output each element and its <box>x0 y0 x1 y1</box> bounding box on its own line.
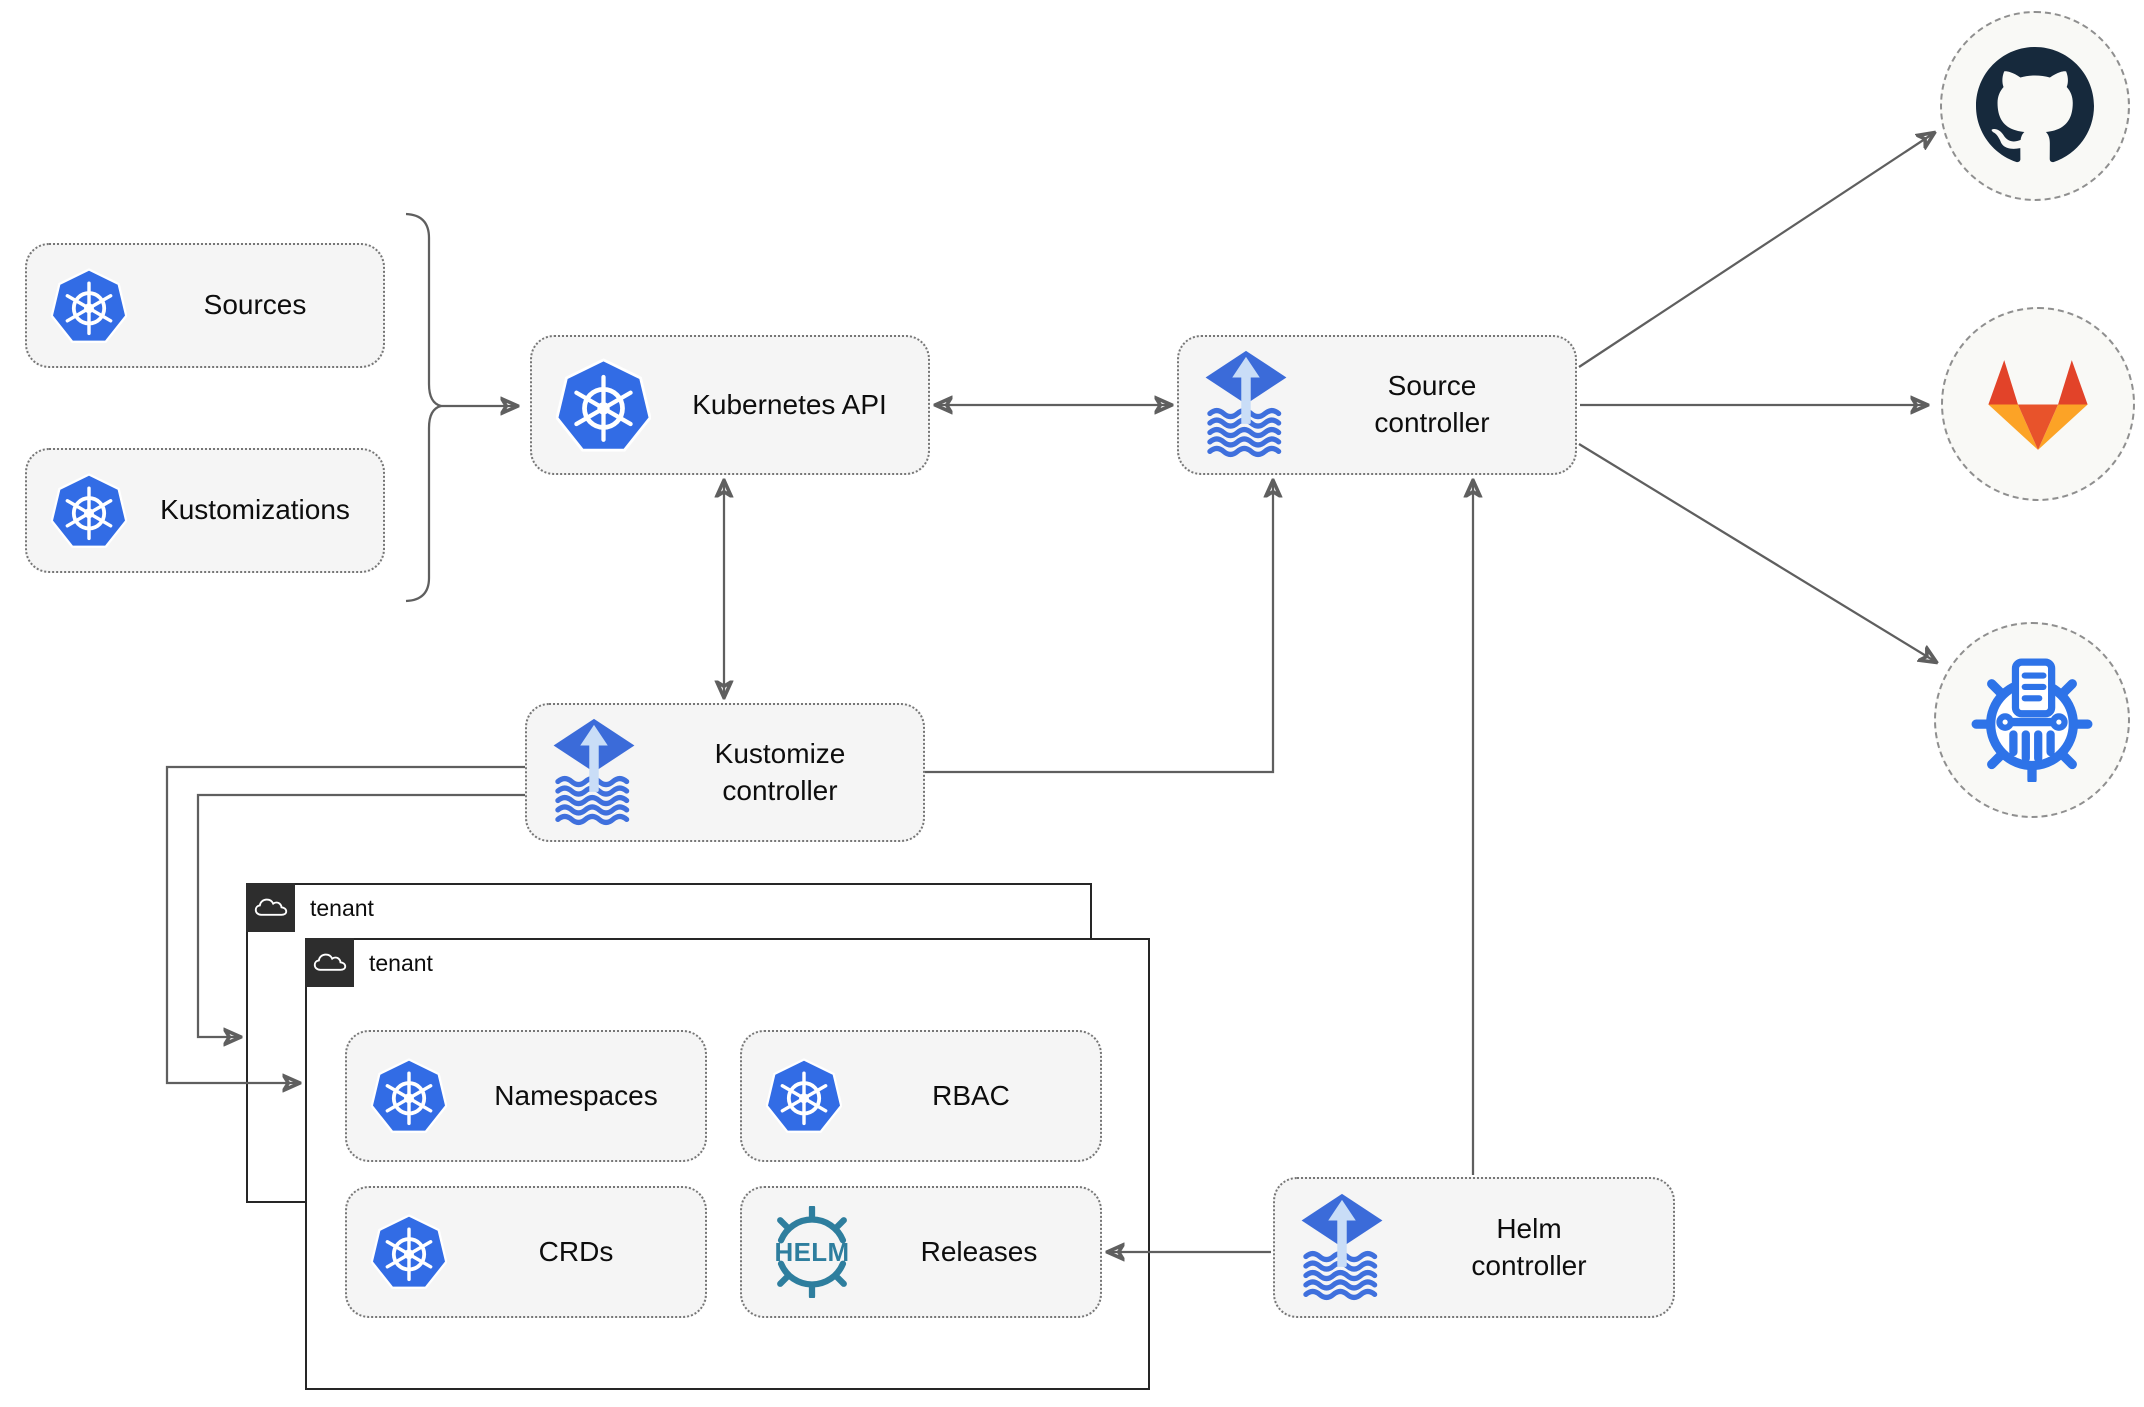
node-sources: Sources <box>25 243 385 368</box>
registry-icon <box>1971 658 2093 782</box>
helm-logo-text: HELM <box>774 1239 849 1267</box>
gitlab-icon <box>1988 359 2088 450</box>
connector-source-controller-github <box>1578 133 1934 368</box>
node-label: Kubernetes API <box>692 388 887 420</box>
tenant-label: tenant <box>310 895 374 921</box>
node-label: Kustomize controller <box>714 737 846 806</box>
node-namespaces: Namespaces <box>345 1030 707 1162</box>
registry-circle <box>1934 622 2130 818</box>
node-label: Sources <box>203 289 307 321</box>
tenant-group-front: tenant <box>305 938 1150 1390</box>
flux-icon <box>1299 1192 1385 1304</box>
node-label: RBAC <box>932 1079 1010 1111</box>
kubernetes-icon <box>766 1058 842 1134</box>
node-kustomizations: Kustomizations <box>25 448 385 573</box>
node-releases: HELM Releases <box>740 1186 1102 1318</box>
node-kustomize-controller: Kustomize controller <box>525 703 925 842</box>
connector-kustomize-controller-source-controller <box>925 481 1273 774</box>
node-label: Namespaces <box>494 1079 658 1111</box>
flux-icon <box>551 717 637 829</box>
connector-source-controller-registry <box>1578 443 1936 662</box>
node-label: Kustomizations <box>160 494 350 526</box>
kubernetes-icon <box>51 473 127 549</box>
github-icon <box>1976 47 2094 163</box>
tenant-tab <box>305 938 354 987</box>
kubernetes-icon <box>556 358 651 453</box>
cloud-icon <box>254 897 288 919</box>
kubernetes-icon <box>371 1058 447 1134</box>
tenant-label: tenant <box>369 950 433 976</box>
node-label: CRDs <box>538 1235 614 1267</box>
helm-icon: HELM <box>774 1206 849 1298</box>
node-label: Releases <box>920 1235 1038 1267</box>
bracket-sources-kustomizations <box>405 212 442 603</box>
node-helm-controller: Helm controller <box>1273 1177 1675 1318</box>
cloud-icon <box>313 952 347 974</box>
node-kubernetes-api: Kubernetes API <box>530 335 930 475</box>
node-crds: CRDs <box>345 1186 707 1318</box>
tenant-tab <box>246 883 295 932</box>
node-label: Source controller <box>1374 370 1490 438</box>
gitlab-circle <box>1941 307 2135 501</box>
github-circle <box>1940 11 2130 201</box>
node-source-controller: Source controller <box>1177 335 1577 475</box>
node-rbac: RBAC <box>740 1030 1102 1162</box>
kubernetes-icon <box>51 268 127 344</box>
flux-icon <box>1203 349 1289 461</box>
kubernetes-icon <box>371 1214 447 1290</box>
node-label: Helm controller <box>1471 1212 1587 1281</box>
